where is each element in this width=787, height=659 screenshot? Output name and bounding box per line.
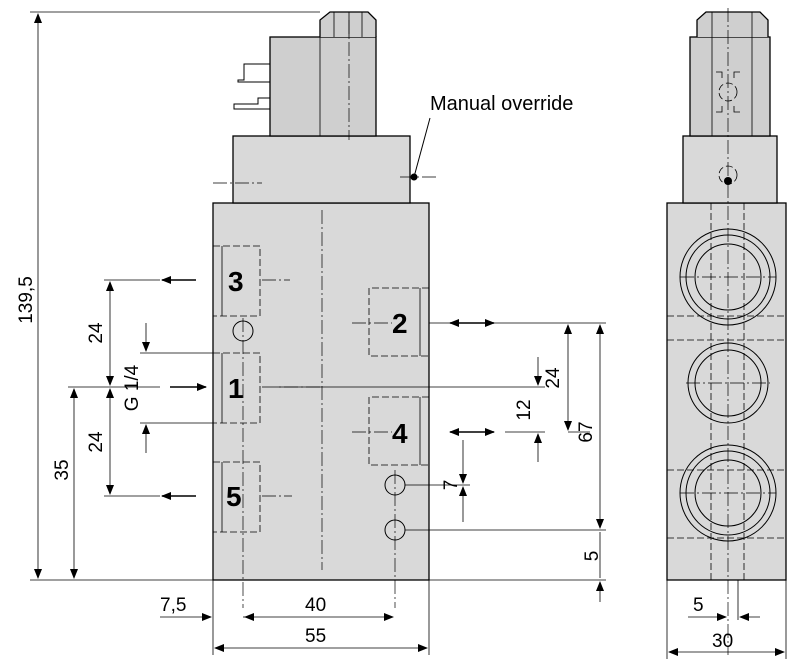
side-view — [666, 8, 787, 655]
dim-edge-offset: 7,5 — [160, 595, 186, 616]
side-port-lower — [679, 444, 777, 542]
dim-right-offset: 12 — [514, 399, 535, 420]
solenoid-coil — [269, 36, 377, 137]
port-4-bore — [368, 396, 429, 466]
side-coil — [689, 36, 771, 137]
dim-side-width: 30 — [712, 631, 733, 652]
dim-hole-spacing: 40 — [305, 595, 326, 616]
port-label-3: 3 — [228, 266, 244, 297]
dim-port-spacing-lower: 24 — [86, 431, 107, 453]
side-port-middle — [686, 342, 770, 424]
side-coil-cap — [696, 11, 769, 37]
valve-body — [212, 202, 430, 581]
port-label-1: 1 — [228, 373, 244, 404]
dim-right-height: 67 — [576, 421, 597, 442]
coil-cap — [319, 11, 377, 37]
dim-bottom-offset: 5 — [582, 551, 603, 562]
connector-tab-upper — [237, 63, 270, 83]
port-label-2: 2 — [392, 308, 408, 339]
port-5-bore — [213, 461, 261, 533]
dim-side-offset: 5 — [693, 595, 704, 616]
actuator-housing — [232, 135, 411, 204]
connector-tab-lower — [233, 97, 270, 110]
port-3-bore — [213, 245, 261, 317]
side-actuator — [682, 135, 778, 204]
side-dimensions: 5 30 — [666, 580, 787, 659]
dim-port-spacing-upper: 24 — [86, 322, 107, 344]
port-label-5: 5 — [226, 481, 242, 512]
dim-right-spacing: 24 — [543, 367, 564, 389]
port-1-bore — [213, 352, 261, 424]
port-label-4: 4 — [392, 418, 408, 449]
front-dimensions: 139,5 35 24 24 G 1/4 24 12 67 — [16, 11, 606, 655]
dim-port1-height: 35 — [52, 459, 73, 480]
dim-overall-height: 139,5 — [16, 276, 37, 324]
side-body — [666, 202, 787, 581]
dim-body-width: 55 — [305, 626, 326, 647]
port-2-bore — [368, 287, 429, 357]
front-view: 3 1 5 2 4 — [161, 11, 495, 608]
side-port-upper — [679, 228, 777, 326]
manual-override-label: Manual override — [430, 93, 573, 115]
dim-mount-offset: 7 — [441, 480, 462, 491]
dim-port-thread: G 1/4 — [122, 364, 143, 411]
